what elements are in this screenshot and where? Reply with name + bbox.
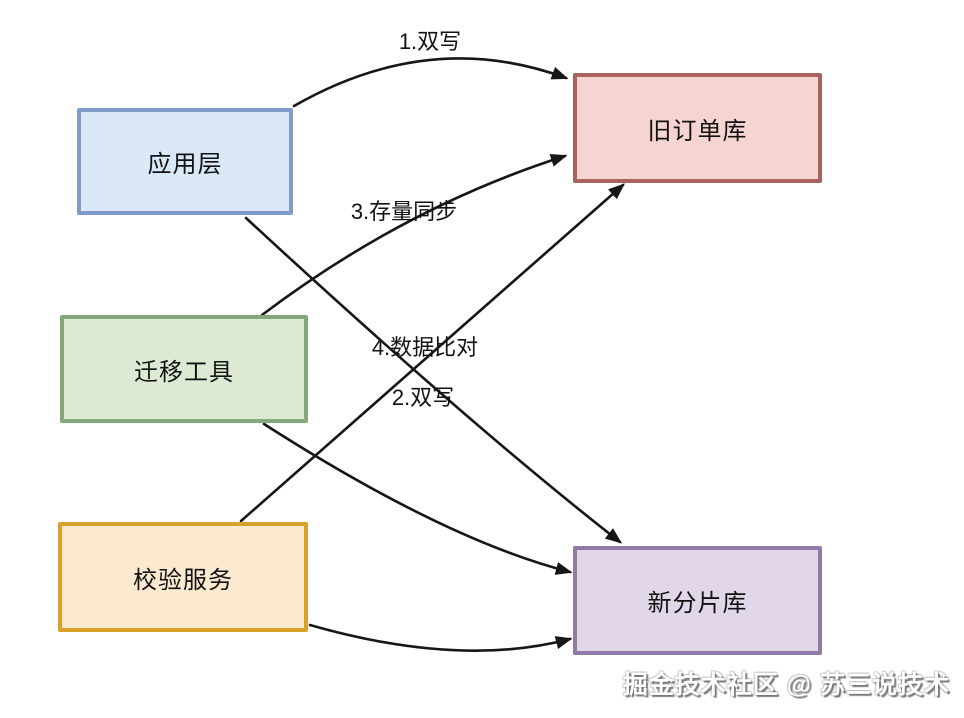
edge-label-double-write-old: 1.双写 (398, 29, 462, 54)
arrow-validation-service-to-old-order-db (239, 183, 625, 523)
watermark-text: 掘金技术社区 @ 苏三说技术 (622, 671, 950, 699)
arrow-app-layer-to-old-order-db (292, 57, 569, 108)
node-old-order-db: 旧订单库 (573, 73, 822, 183)
arrow-migration-tool-to-new-shard-db (262, 422, 573, 575)
arrow-app-layer-to-new-shard-db (244, 216, 622, 544)
node-new-shard-db-label: 新分片库 (647, 590, 748, 617)
arrow-validation-service-to-new-shard-db (308, 623, 573, 652)
node-app-layer-label: 应用层 (147, 151, 223, 178)
edge-label-double-write-new: 2.双写 (391, 385, 455, 410)
arrow-migration-tool-to-old-order-db (260, 153, 568, 317)
node-migration-tool-label: 迁移工具 (134, 358, 234, 386)
edge-label-data-compare: 4.数据比对 (371, 335, 479, 360)
node-validation-service-label: 校验服务 (133, 566, 233, 594)
edge-label-stock-sync: 3.存量同步 (350, 199, 458, 224)
node-app-layer: 应用层 (77, 108, 293, 215)
node-new-shard-db: 新分片库 (573, 546, 822, 655)
node-validation-service: 校验服务 (58, 522, 308, 632)
node-migration-tool: 迁移工具 (60, 315, 308, 423)
node-old-order-db-label: 旧订单库 (647, 117, 748, 145)
